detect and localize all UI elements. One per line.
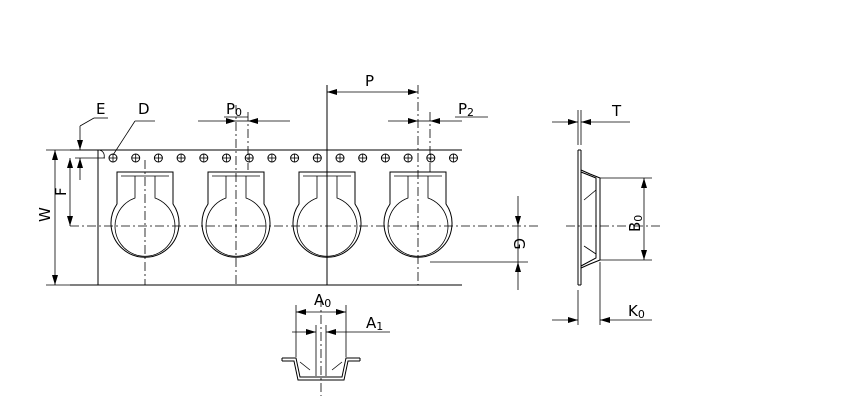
dimension-a0: A0 <box>295 291 347 357</box>
sprocket-hole <box>380 153 390 163</box>
sprocket-hole <box>335 153 345 163</box>
dimension-b0: B0 <box>626 178 647 260</box>
label-t: T <box>611 102 622 120</box>
label-g: G <box>510 238 528 250</box>
dimension-p0: P0 <box>198 100 290 124</box>
sprocket-hole <box>244 153 254 163</box>
dimension-p: P <box>327 72 418 95</box>
label-p: P <box>365 72 374 90</box>
dimension-a1: A1 <box>292 314 390 362</box>
sprocket-hole <box>290 153 300 163</box>
dimension-f: F <box>52 158 73 226</box>
pocket-row <box>110 171 453 258</box>
sprocket-hole <box>312 153 322 163</box>
sprocket-hole <box>403 153 413 163</box>
sprocket-hole <box>131 153 141 163</box>
label-d: D <box>138 100 150 118</box>
tape-top-view: P P0 P2 E <box>36 72 538 290</box>
sprocket-hole <box>267 153 277 163</box>
label-p0: P0 <box>226 100 242 119</box>
dimension-e: E <box>75 100 108 180</box>
sprocket-hole <box>449 153 458 163</box>
label-a0: A0 <box>314 291 331 310</box>
label-p2: P2 <box>458 100 474 119</box>
pocket <box>110 171 180 258</box>
dimension-t: T <box>552 102 630 145</box>
sprocket-hole <box>358 153 368 163</box>
sprocket-hole <box>222 153 231 163</box>
dimension-k0: K0 <box>552 262 652 325</box>
sprocket-hole-row <box>108 153 458 163</box>
label-w: W <box>36 207 54 222</box>
dimension-g: G <box>430 196 528 290</box>
label-f: F <box>52 187 70 196</box>
label-a1: A1 <box>366 314 383 333</box>
dimension-p2: P2 <box>388 100 488 124</box>
dimension-d: D <box>112 100 155 156</box>
sprocket-hole <box>153 153 163 163</box>
sprocket-hole <box>426 153 436 163</box>
label-k0: K0 <box>628 302 645 321</box>
tape-side-view: B0 T K0 <box>552 102 660 325</box>
sprocket-hole <box>176 153 186 163</box>
label-b0: B0 <box>626 215 645 232</box>
sprocket-hole <box>199 153 209 163</box>
pocket-cross-section: A0 A1 <box>281 291 390 396</box>
label-e: E <box>96 100 105 118</box>
sprocket-hole <box>108 153 118 163</box>
dimension-w: W <box>36 149 98 286</box>
